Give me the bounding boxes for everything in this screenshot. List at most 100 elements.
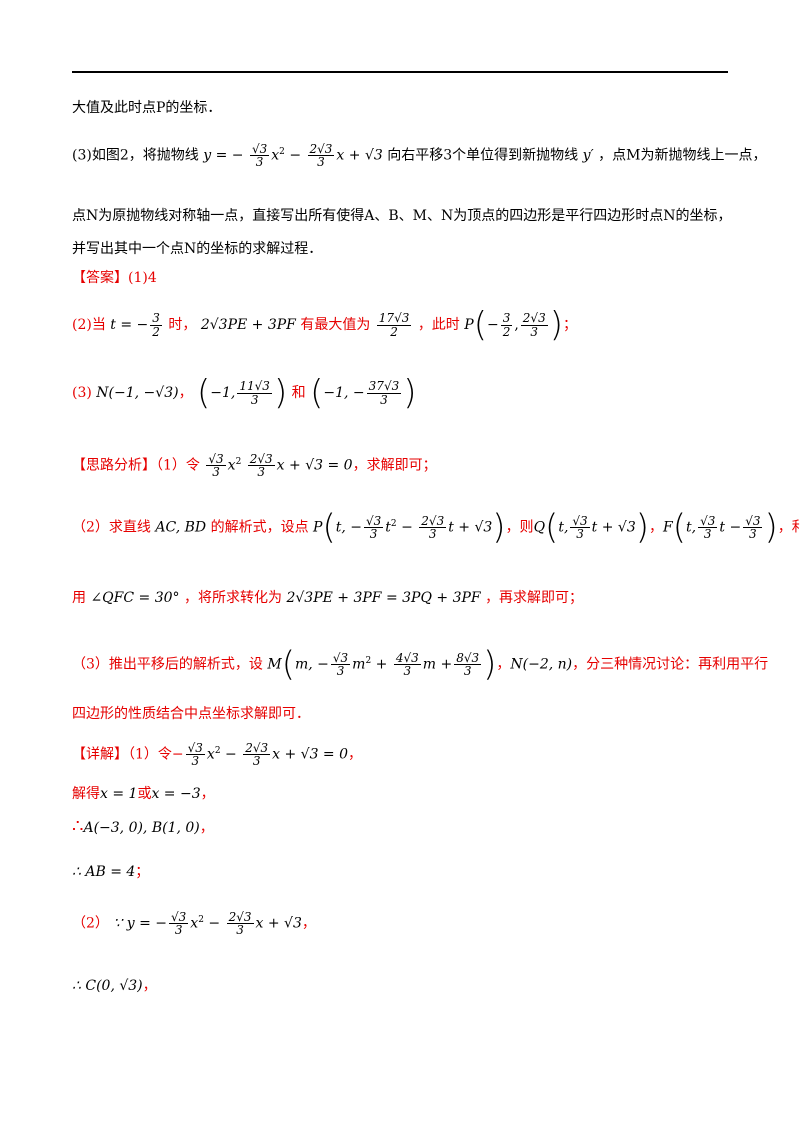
coord-mid: m + <box>422 656 453 673</box>
answer-2-prefix: (2)当 <box>72 317 106 334</box>
var-x: x <box>190 915 199 932</box>
minus-sign: − <box>220 746 242 763</box>
paren-open: ( <box>672 507 687 548</box>
text-segment: ， <box>199 820 214 836</box>
text-line: 点N为原抛物线对称轴一点，直接写出所有使得A、B、M、N为顶点的四边形是平行四边… <box>72 206 731 226</box>
lines-ac-bd: AC, BD <box>155 519 207 536</box>
var-yprime: y′ <box>582 147 594 164</box>
analysis-3-prefix: （3）推出平移后的解析式，设 <box>72 656 263 673</box>
therefore-symbol: ∴ <box>72 816 84 837</box>
text-segment: 或 <box>137 786 152 802</box>
therefore-line: ∴ AB = 4； <box>72 862 149 882</box>
text-segment: 解得 <box>72 786 100 802</box>
therefore-line: ∴A(−3, 0), B(1, 0)， <box>72 817 214 838</box>
ab-length: ∴ AB = 4 <box>72 864 136 880</box>
var-m: m <box>352 656 366 673</box>
text-segment: 用 <box>72 590 86 606</box>
exponent: 2 <box>365 656 372 666</box>
equation-tail: x + √3 = 0 <box>276 457 353 474</box>
exponent: 2 <box>279 147 285 157</box>
var-x: x <box>227 457 236 474</box>
coord-tail: t + √3 <box>448 519 493 536</box>
point-f: F <box>663 519 673 536</box>
text-segment: 有最大值为 <box>300 317 371 334</box>
point-n1: N(−1, −√3) <box>96 385 179 402</box>
exponent: 2 <box>390 519 397 529</box>
var-x: x <box>271 147 280 164</box>
text-segment: ， <box>348 746 363 763</box>
analysis-2-prefix: （2）求直线 <box>72 519 151 536</box>
text-segment: ， <box>200 786 215 802</box>
text-segment: ，则 <box>505 519 534 536</box>
analysis-3-cont-line: 四边形的性质结合中点坐标求解即可． <box>72 704 310 724</box>
paren-close: ) <box>549 305 563 346</box>
coord: m, − <box>294 656 329 673</box>
coord: t, − <box>335 519 362 536</box>
text-segment: ， <box>649 519 664 536</box>
text-segment: ， <box>496 656 511 673</box>
text-segment: ，点M为新抛物线上一点， <box>598 147 767 164</box>
because-expression: ∵ y = − <box>113 915 168 932</box>
paren-close: ) <box>492 507 506 548</box>
var-t: t <box>385 519 391 536</box>
text-segment: ， <box>142 978 157 994</box>
analysis-2-cont-line: 用 ∠QFC = 30° ，将所求转化为 2√3PE + 3PF = 3PQ +… <box>72 588 583 608</box>
angle-expression: ∠QFC = 30° <box>90 590 180 606</box>
plus-sign: + <box>371 656 392 673</box>
paren-open: ( <box>281 644 295 685</box>
operator: − <box>289 147 306 164</box>
part-2-prefix: （2） <box>72 915 109 932</box>
text-segment: ， <box>301 915 316 932</box>
point-m: M <box>267 656 282 673</box>
paren-open: ( <box>197 373 211 414</box>
text-segment: 的解析式，设点 <box>210 519 309 536</box>
equation-tail: x + √3 = 0 <box>272 746 349 763</box>
header-rule <box>72 71 728 73</box>
text-segment: ，此时 <box>417 317 460 334</box>
answer-label: 【答案】(1)4 <box>72 270 157 286</box>
equation-tail: x + √3 <box>255 915 302 932</box>
coord-tail: t + √3 <box>591 519 636 536</box>
point-q: Q <box>533 519 546 536</box>
paren-close: ) <box>483 644 497 685</box>
expression: 2√3PE + 3PF = 3PQ + 3PF <box>286 590 481 606</box>
analysis-label: 【思路分析】（1）令 <box>72 457 200 474</box>
answer-3-prefix: (3) <box>72 385 92 402</box>
paragraph-text: 大值及此时点P的坐标． <box>72 100 222 116</box>
text-line: 并写出其中一个点N的坐标的求解过程． <box>72 239 322 259</box>
minus-sign: − <box>486 317 499 334</box>
question-3-prefix: (3)如图2，将抛物线 <box>72 147 199 164</box>
paragraph-text: 并写出其中一个点N的坐标的求解过程． <box>72 241 323 257</box>
paren-open: ( <box>473 305 487 346</box>
text-segment: ； <box>135 864 150 880</box>
point-n: N(−2, n) <box>510 656 573 673</box>
paren-close: ) <box>764 507 778 548</box>
exponent: 2 <box>235 457 242 467</box>
paren-open: ( <box>545 507 559 548</box>
coord-x: −1, − <box>323 385 365 402</box>
text-segment: ，再求解即可； <box>485 590 584 606</box>
exponent: 2 <box>198 915 204 925</box>
minus-sign: − <box>396 519 418 536</box>
text-segment: 时， <box>168 317 197 334</box>
point-p: P <box>313 519 323 536</box>
